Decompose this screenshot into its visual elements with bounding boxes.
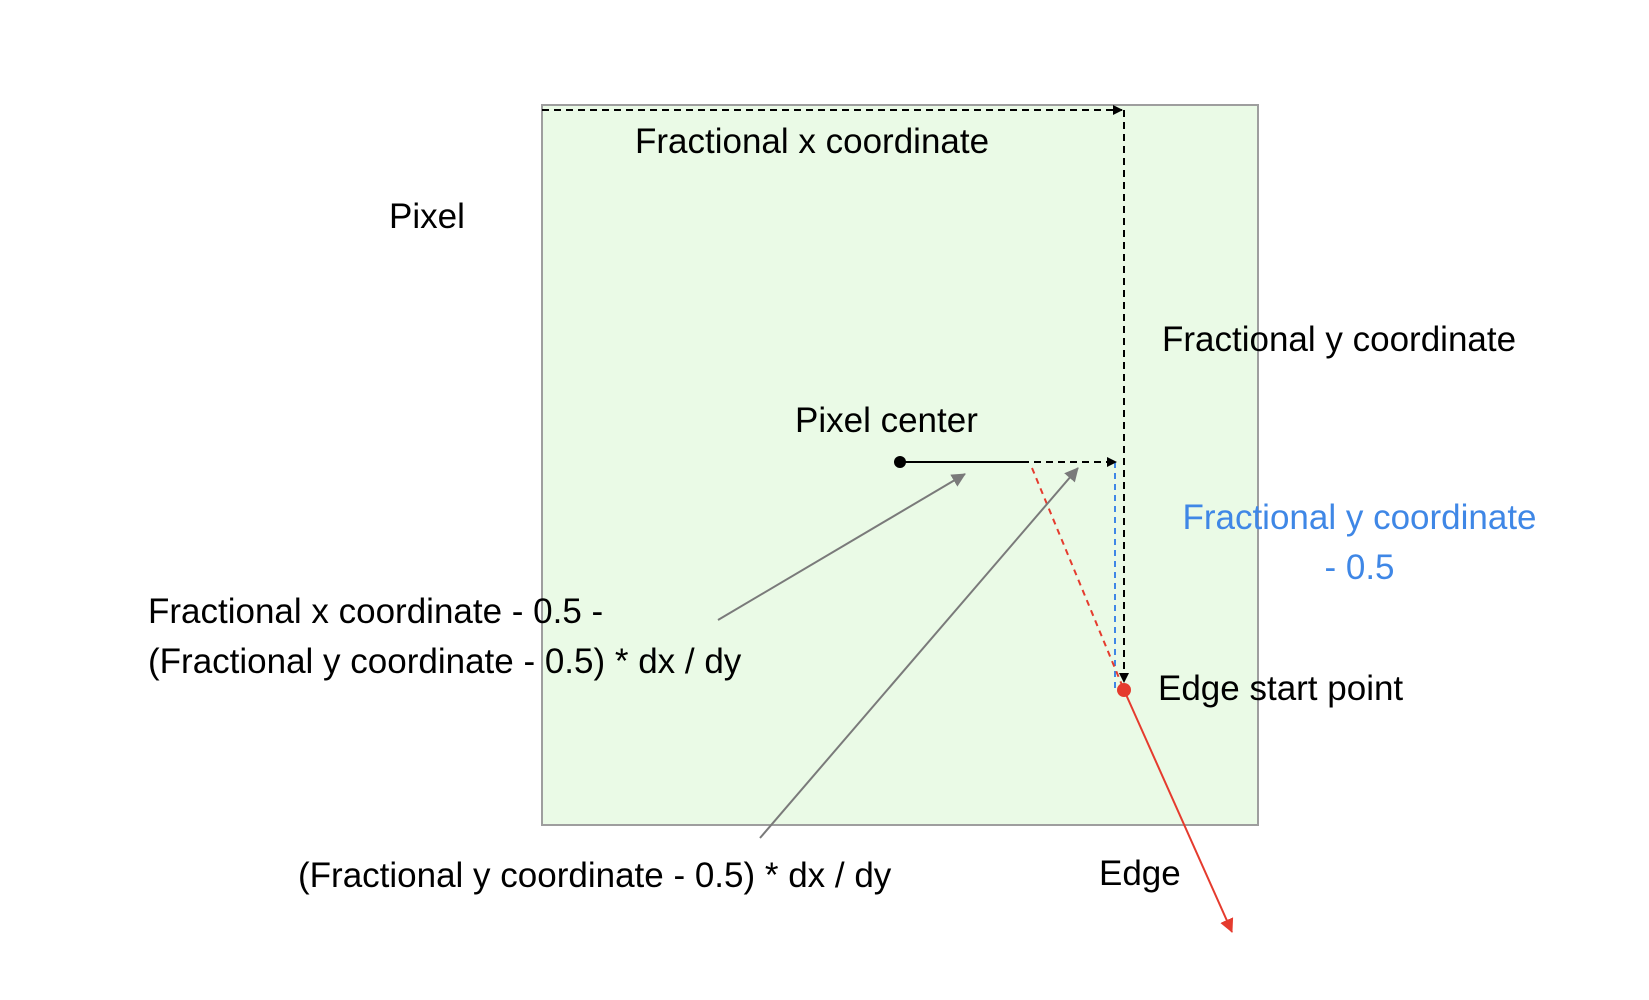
pixel-center-dot bbox=[894, 456, 906, 468]
edge-start-point-dot bbox=[1117, 683, 1131, 697]
callout-arrow-offset bbox=[759, 467, 1079, 839]
label-fractional-y-coordinate: Fractional y coordinate bbox=[1162, 320, 1517, 359]
label-formula: Fractional x coordinate - 0.5 - (Fractio… bbox=[148, 587, 741, 687]
label-edge: Edge bbox=[1099, 854, 1181, 893]
edge-line bbox=[1123, 689, 1234, 933]
label-fractional-y-minus-half-line1: Fractional y coordinate bbox=[1182, 498, 1537, 537]
label-formula-line2: (Fractional y coordinate - 0.5) * dx / d… bbox=[148, 642, 742, 681]
label-fractional-y-minus-half: Fractional y coordinate - 0.5 bbox=[1162, 493, 1557, 593]
label-fractional-x-coordinate: Fractional x coordinate bbox=[635, 122, 990, 161]
label-fractional-y-minus-half-line2: - 0.5 bbox=[1324, 548, 1395, 587]
edge-extension-dashed bbox=[1031, 467, 1125, 691]
label-pixel: Pixel bbox=[389, 197, 465, 236]
label-edge-start-point: Edge start point bbox=[1158, 669, 1404, 708]
label-offset-formula: (Fractional y coordinate - 0.5) * dx / d… bbox=[298, 856, 892, 895]
label-pixel-center: Pixel center bbox=[795, 401, 978, 440]
callout-arrow-formula bbox=[717, 473, 966, 621]
label-formula-line1: Fractional x coordinate - 0.5 - bbox=[148, 592, 604, 631]
